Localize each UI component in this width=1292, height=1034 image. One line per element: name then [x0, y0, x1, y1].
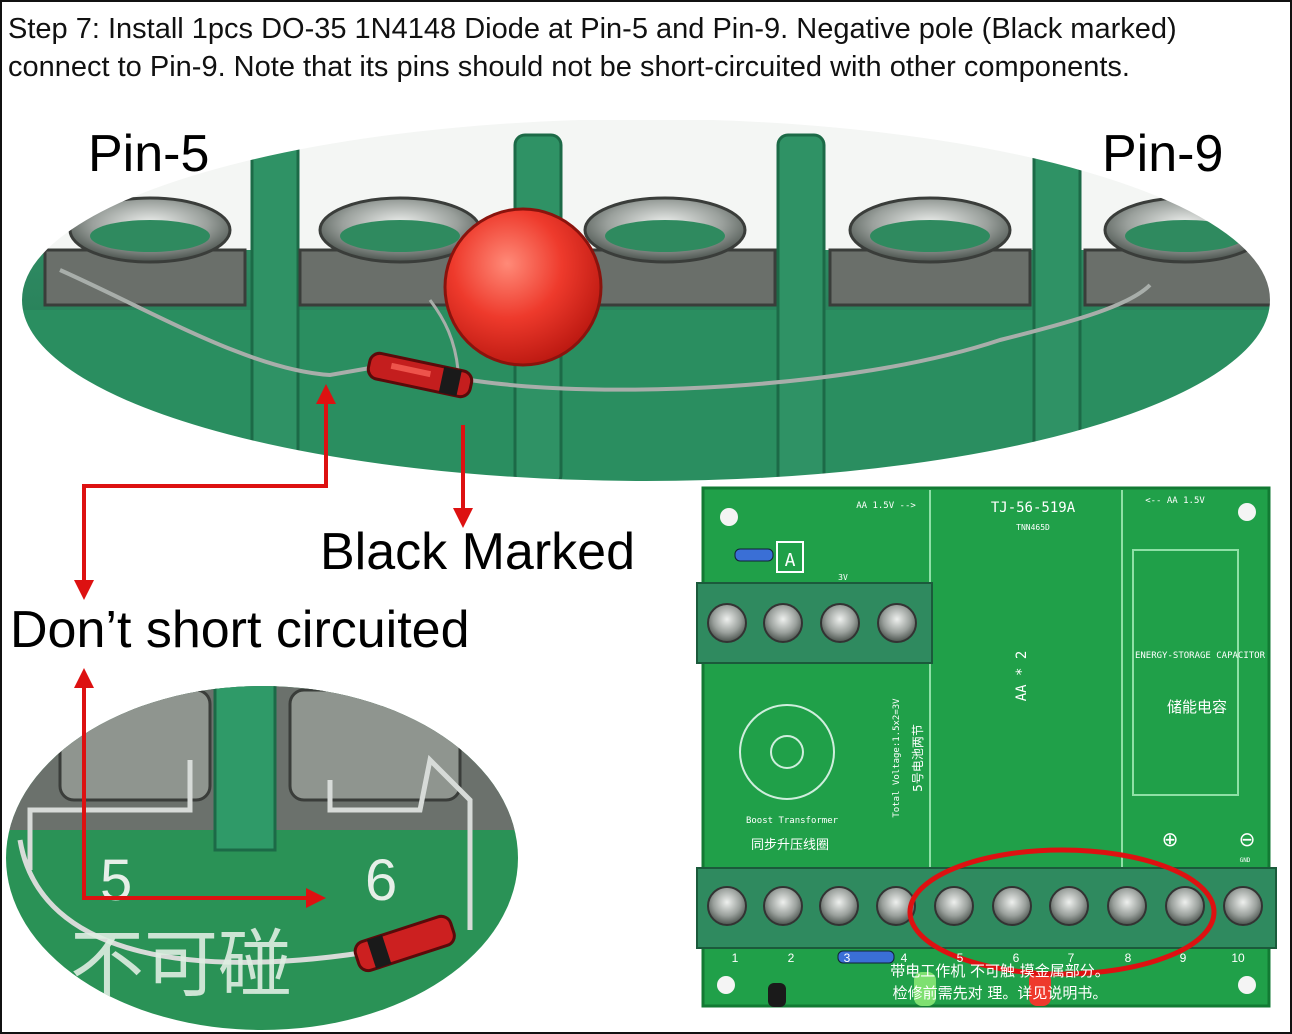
arrowhead-down-1: [453, 508, 473, 528]
board-pin-number: 8: [1125, 951, 1132, 965]
board-pin-number: 6: [1013, 951, 1020, 965]
board-total-voltage: Total Voltage:1.5x2=3V: [892, 698, 902, 818]
zoom-closeup-photo: 5 6 不可碰: [6, 686, 518, 1030]
board-warning-cn-2: 检修前需先对 理。详见说明书。: [893, 984, 1108, 1002]
zoom-cn-text: 不可碰: [70, 922, 292, 1008]
zoom-pin-5-label: 5: [100, 848, 132, 913]
board-aa-left: AA 1.5V -->: [856, 501, 916, 511]
board-warning-cn: 带电工作机 不可触 摸金属部分。: [890, 962, 1110, 980]
highlight-ellipse: [907, 847, 1217, 977]
red-arrows: [82, 400, 465, 900]
board-pin-number: 7: [1068, 951, 1075, 965]
board-aa-x2: AA * 2: [1014, 651, 1030, 702]
board-minus: ⊖: [1239, 827, 1256, 851]
board-pin-numbers: 1 2 3 4 5 6 7 8 9 10: [732, 951, 1245, 965]
board-pin-number: 4: [901, 951, 908, 965]
red-led: [443, 207, 603, 367]
dont-short-label: Don’t short circuited: [10, 601, 470, 659]
board-plus: ⊕: [1162, 827, 1179, 851]
board-submodel: TNN465D: [1016, 523, 1050, 532]
board-pin-number: 5: [957, 951, 964, 965]
board-3v: 3V: [838, 573, 848, 582]
board-pin-number: 3: [844, 951, 851, 965]
board-marker-a: A: [785, 550, 796, 571]
arrow-callout-to-zoom: [82, 678, 318, 900]
board-capacitor-cn: 储能电容: [1167, 698, 1227, 716]
board-pin-number: 1: [732, 951, 739, 965]
pcb-board-photo: [696, 486, 1277, 1008]
arrowhead-right: [306, 888, 326, 908]
board-aa-right: <-- AA 1.5V: [1145, 496, 1205, 506]
instruction-text: Step 7: Install 1pcs DO-35 1N4148 Diode …: [8, 13, 1177, 83]
board-pin-number: 10: [1231, 951, 1245, 965]
pin-9-label: Pin-9: [1102, 125, 1224, 183]
diode-body: [366, 351, 474, 399]
zoom-diode: [353, 914, 456, 973]
board-pin-number: 9: [1180, 951, 1187, 965]
pin-5-label: Pin-5: [88, 125, 210, 183]
board-capacitor-en: ENERGY-STORAGE CAPACITOR: [1135, 651, 1266, 661]
zoom-pin-6-label: 6: [365, 848, 397, 913]
arrowhead-down-2: [74, 580, 94, 600]
black-marked-label: Black Marked: [320, 523, 635, 581]
board-model: TJ-56-519A: [991, 500, 1076, 516]
diode-lead-wire: [59, 268, 1152, 392]
board-boost-en: Boost Transformer: [746, 816, 839, 826]
board-gnd: GND: [1240, 857, 1251, 864]
board-pin-number: 2: [788, 951, 795, 965]
arrowhead-up-1: [316, 384, 336, 404]
arrow-pin5-to-callout: [82, 400, 328, 588]
board-boost-cn: 同步升压线圈: [751, 838, 829, 853]
arrowhead-up-2: [74, 668, 94, 688]
board-total-voltage-cn: 5号电池两节: [911, 724, 925, 792]
